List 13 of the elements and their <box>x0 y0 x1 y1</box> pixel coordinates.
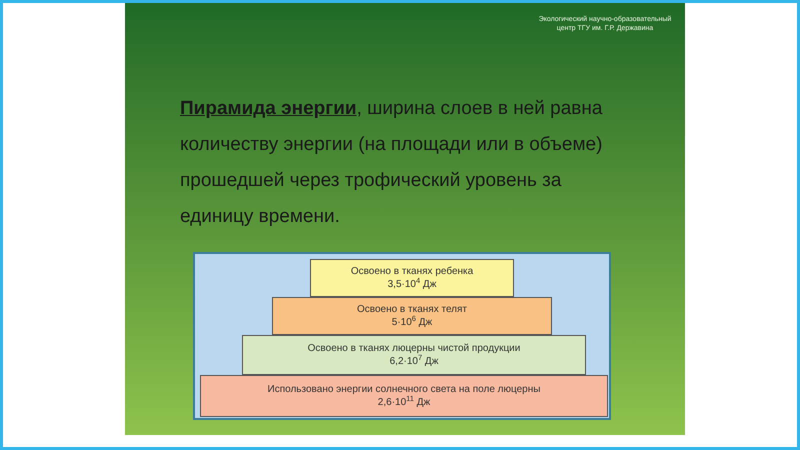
pyramid-layer <box>242 335 586 375</box>
layer-caption: Освоено в тканях люцерны чистой продукции <box>308 342 520 354</box>
energy-value: 2,6·10$^{11}$ Дж <box>378 396 430 409</box>
pyramid-layer <box>272 297 552 335</box>
layer-caption: Освоено в тканях ребенка <box>350 265 474 278</box>
description-paragraph: Пирамида энергии, ширина слоев в ней равна количеству энергии (на площади или в объеме) прошедшей через трофический уровень за единицу времени. <box>180 97 604 229</box>
energy-value: 6,2·10$^{7}$ Дж <box>390 355 438 368</box>
energy-value: 3,5·10$^{4}$ Дж <box>388 278 436 291</box>
pyramid-layer <box>200 375 608 417</box>
pyramid-layer <box>310 259 514 297</box>
energy-value: 5·10$^{6}$ Дж <box>392 316 432 329</box>
layer-caption: Использовано энергии солнечного света на поле люцерны <box>268 383 540 396</box>
layer-caption: Освоено в тканях телят <box>356 303 468 316</box>
